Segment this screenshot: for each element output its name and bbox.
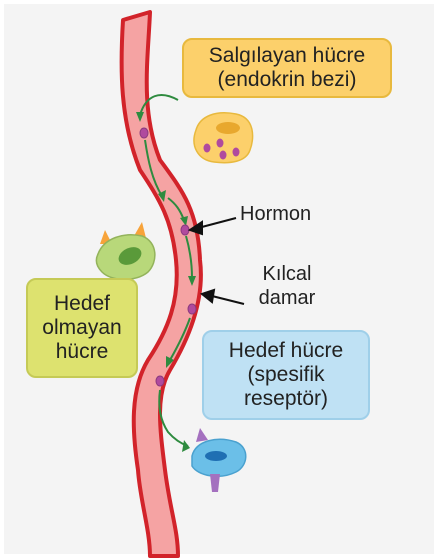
non-target-cell-label-line-3: hücre: [56, 340, 109, 364]
secreting-cell: [194, 113, 253, 163]
capillary-label-line-2: damar: [244, 286, 330, 310]
capillary-label-line-1: Kılcal: [244, 262, 330, 286]
target-receptor-bottom: [210, 474, 220, 492]
secreting-cell-label-line-1: Salgılayan hücre: [209, 44, 365, 68]
flow-arrowhead-5: [182, 440, 190, 452]
non-target-cell-label-line-2: olmayan: [42, 316, 121, 340]
hormone-particle-3: [188, 304, 196, 314]
hormone-particle-1: [140, 128, 148, 138]
target-cell-nucleus: [205, 451, 227, 461]
hormone-pointer-line: [198, 218, 236, 228]
secreting-cell-label-line-2: (endokrin bezi): [218, 68, 357, 92]
target-receptor-top: [196, 428, 208, 442]
target-cell: [192, 428, 246, 492]
target-cell-label-line-2: (spesifik: [247, 363, 324, 387]
hormone-particle-4: [156, 376, 164, 386]
hormone-particle-2: [181, 225, 189, 235]
target-cell-label-box: Hedef hücre (spesifik reseptör): [202, 330, 370, 420]
capillary-pointer-line: [212, 296, 244, 304]
secreting-cell-nucleus: [216, 122, 240, 134]
capillary-label: Kılcal damar: [244, 262, 330, 310]
secreting-cell-label-box: Salgılayan hücre (endokrin bezi): [182, 38, 392, 98]
capillary-pointer-head: [202, 290, 214, 302]
non-target-cell: [96, 222, 155, 280]
flow-arrow-5: [159, 390, 188, 446]
non-target-cell-label-box: Hedef olmayan hücre: [26, 278, 138, 378]
non-target-cell-label-line-1: Hedef: [54, 292, 110, 316]
target-cell-label-line-1: Hedef hücre: [229, 339, 343, 363]
target-cell-label-line-3: reseptör): [244, 387, 328, 411]
hormone-label: Hormon: [240, 202, 311, 226]
